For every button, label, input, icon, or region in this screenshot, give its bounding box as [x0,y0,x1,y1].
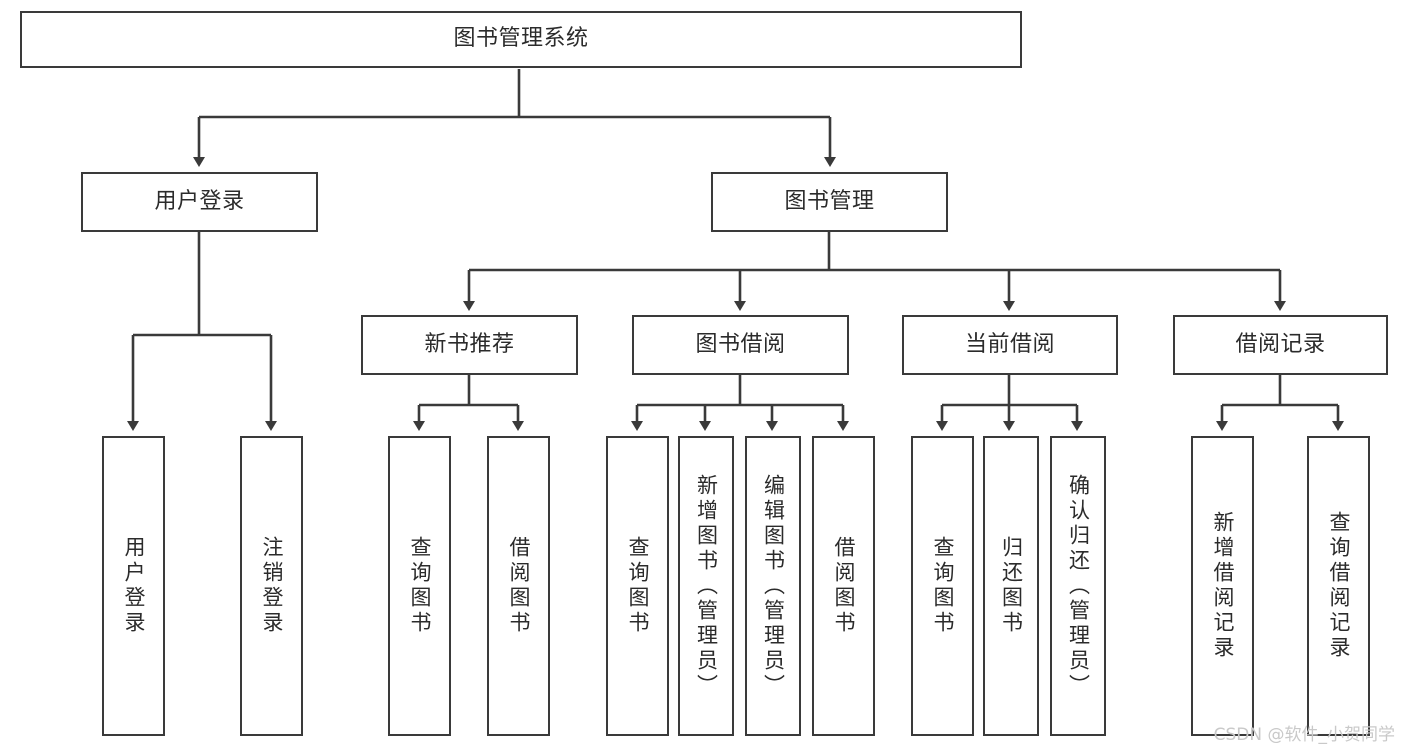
leaf-records-add-record[interactable]: 新增借阅记录 [1191,436,1254,736]
node-label: 查询图书 [626,536,650,636]
node-label: 查询借阅记录 [1327,511,1351,661]
node-label: 查询图书 [408,536,432,636]
node-label: 用户登录 [154,188,245,214]
node-label: 图书管理 [784,188,875,214]
node-book-borrow[interactable]: 图书借阅 [632,315,849,375]
leaf-user-login-logout[interactable]: 注销登录 [240,436,303,736]
node-label: 确认归还（管理员） [1066,473,1091,699]
watermark: CSDN @软件_小贺同学 [1213,725,1395,745]
leaf-current-return-book[interactable]: 归还图书 [983,436,1039,736]
node-label: 新增借阅记录 [1211,511,1235,661]
node-label: 借阅图书 [507,536,531,636]
node-new-book-recommend[interactable]: 新书推荐 [361,315,578,375]
node-root-system[interactable]: 图书管理系统 [20,11,1022,68]
leaf-new-book-borrow[interactable]: 借阅图书 [487,436,550,736]
leaf-borrow-edit-book-admin[interactable]: 编辑图书（管理员） [745,436,801,736]
node-borrow-records[interactable]: 借阅记录 [1173,315,1388,375]
node-label: 当前借阅 [964,331,1055,357]
node-label: 归还图书 [999,536,1024,636]
node-label: 注销登录 [260,536,284,636]
node-book-management[interactable]: 图书管理 [711,172,948,232]
leaf-user-login-login[interactable]: 用户登录 [102,436,165,736]
node-label: 新增图书（管理员） [694,473,719,699]
node-label: 图书管理系统 [453,26,589,52]
node-label: 借阅记录 [1235,331,1326,357]
node-label: 图书借阅 [695,331,786,357]
leaf-records-query-record[interactable]: 查询借阅记录 [1307,436,1370,736]
node-label: 借阅图书 [832,536,856,636]
node-current-borrow[interactable]: 当前借阅 [902,315,1118,375]
leaf-borrow-add-book-admin[interactable]: 新增图书（管理员） [678,436,734,736]
leaf-current-query-book[interactable]: 查询图书 [911,436,974,736]
leaf-new-book-query[interactable]: 查询图书 [388,436,451,736]
node-label: 编辑图书（管理员） [761,473,786,699]
leaf-current-confirm-return-admin[interactable]: 确认归还（管理员） [1050,436,1106,736]
node-label: 用户登录 [122,536,146,636]
node-user-login[interactable]: 用户登录 [81,172,318,232]
node-label: 新书推荐 [424,331,515,357]
node-label: 查询图书 [931,536,955,636]
leaf-borrow-borrow-book[interactable]: 借阅图书 [812,436,875,736]
leaf-borrow-query-book[interactable]: 查询图书 [606,436,669,736]
